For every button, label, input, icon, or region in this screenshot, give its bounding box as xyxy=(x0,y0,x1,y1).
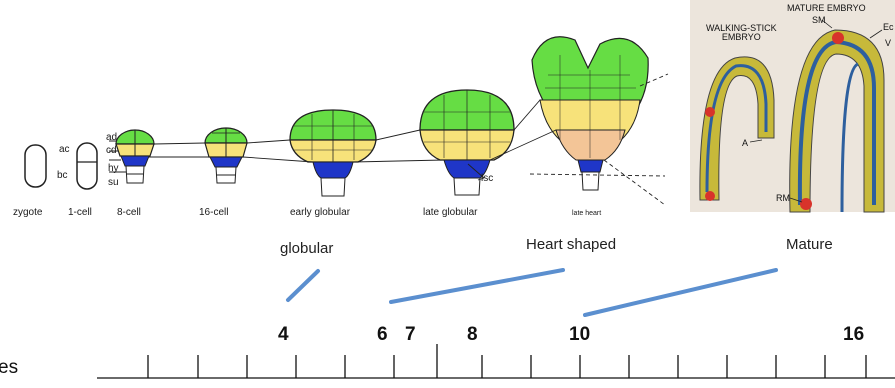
label-ad: ad xyxy=(106,132,117,143)
photo-label-v: V xyxy=(885,38,891,48)
photo-label-sm: SM xyxy=(812,15,826,25)
late-heart-shape xyxy=(532,37,648,190)
one-cell-shape xyxy=(77,143,97,189)
phase-label-mature: Mature xyxy=(786,236,833,253)
stage-label-late-heart: late heart xyxy=(572,210,601,217)
sixteen-cell-shape xyxy=(205,128,247,183)
label-bc: bc xyxy=(57,170,68,181)
stage-label-zygote: zygote xyxy=(13,207,42,218)
connector-mature xyxy=(585,270,776,315)
timeline-number-4: 4 xyxy=(278,324,289,346)
zygote-shape xyxy=(25,145,46,187)
photo-label-walking-stick: WALKING-STICK EMBRYO xyxy=(706,24,777,42)
timeline-number-8: 8 xyxy=(467,324,478,346)
connector-globular xyxy=(288,271,318,300)
stage-label-early-globular: early globular xyxy=(290,207,350,218)
phase-label-globular: globular xyxy=(280,240,333,257)
label-cd: cd xyxy=(106,145,117,156)
stage-label-16-cell: 16-cell xyxy=(199,207,228,218)
label-ac: ac xyxy=(59,144,70,155)
stage-label-late-globular: late globular xyxy=(423,207,477,218)
late-globular-shape xyxy=(420,90,514,195)
timeline-axis xyxy=(97,344,895,378)
stage-label-8-cell: 8-cell xyxy=(117,207,141,218)
timeline-number-6: 6 xyxy=(377,324,388,346)
label-hy: hy xyxy=(108,163,119,174)
photo-label-rm: RM xyxy=(776,193,790,203)
photo-label-ec: Ec xyxy=(883,22,894,32)
timeline-number-16: 16 xyxy=(843,324,864,346)
label-su: su xyxy=(108,177,119,188)
phase-label-heart: Heart shaped xyxy=(526,236,616,253)
stage-label-1-cell: 1-cell xyxy=(68,207,92,218)
early-globular-shape xyxy=(290,110,376,196)
timeline-title-fragment: es xyxy=(0,357,18,379)
timeline-number-7: 7 xyxy=(405,324,416,346)
phase-connectors xyxy=(288,270,776,315)
photo-label-a: A xyxy=(742,138,748,148)
timeline-number-10: 10 xyxy=(569,324,590,346)
connector-heart xyxy=(391,270,563,302)
photo-label-mature-embryo: MATURE EMBRYO xyxy=(787,3,866,13)
label-lsc: lsc xyxy=(481,173,493,184)
